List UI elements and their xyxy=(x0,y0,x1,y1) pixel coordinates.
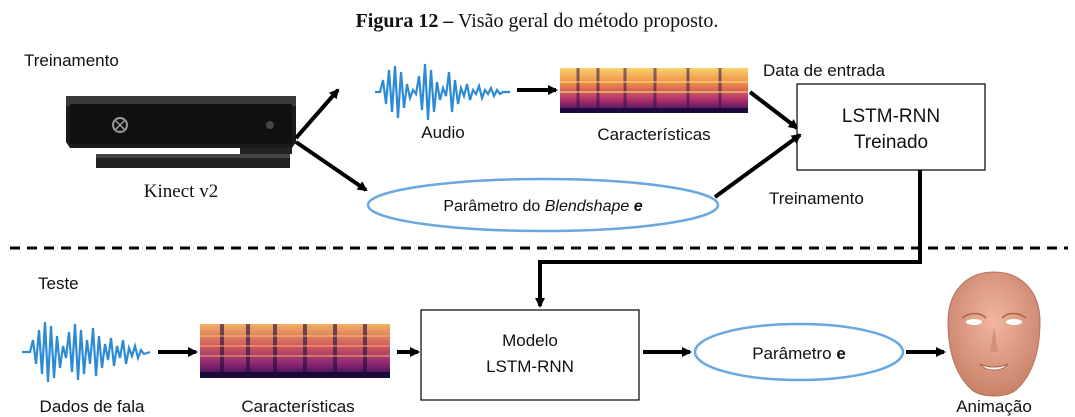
spectrogram-bottom-icon xyxy=(200,324,390,378)
features-to-lstm-arrow xyxy=(748,90,799,130)
kinect-to-audio-arrow xyxy=(294,88,340,140)
animated-face-icon xyxy=(947,271,1041,397)
features-bottom-label: Características xyxy=(241,397,354,416)
kinect-label: Kinect v2 xyxy=(144,181,218,202)
test-section-label: Teste xyxy=(38,274,79,293)
blendshape-to-lstm-arrow xyxy=(713,133,802,199)
audio-label: Audio xyxy=(421,123,464,142)
blendshape-param-label: Parâmetro do Blendshape e xyxy=(443,198,642,215)
param-e-label: Parâmetro e xyxy=(752,344,846,363)
model-line1: Modelo xyxy=(502,331,558,350)
kinect-icon xyxy=(66,96,296,168)
animation-label: Animação xyxy=(956,397,1032,416)
training-arrow-label: Treinamento xyxy=(769,189,864,208)
lstm-to-model-connector xyxy=(535,170,922,308)
training-section-label: Treinamento xyxy=(24,51,119,70)
lstm-trained-line1: LSTM-RNN xyxy=(842,106,940,127)
lstm-trained-line2: Treinado xyxy=(854,132,928,153)
features-top-label: Características xyxy=(597,125,710,144)
blendshape-param-ellipse xyxy=(366,177,720,233)
lstm-model-box xyxy=(420,309,640,401)
audio-waveform-icon xyxy=(375,63,510,121)
kinect-to-blendshape-arrow xyxy=(294,140,368,192)
param-e-ellipse xyxy=(693,322,905,382)
figure-caption: Figura 12 – Visão geral do método propos… xyxy=(356,10,719,32)
model-line2: LSTM-RNN xyxy=(486,357,574,376)
speech-waveform-icon xyxy=(22,321,151,383)
speech-data-label: Dados de fala xyxy=(40,397,145,416)
input-data-label: Data de entrada xyxy=(763,61,885,80)
spectrogram-top-icon xyxy=(560,68,748,113)
lstm-trained-box xyxy=(796,83,986,171)
